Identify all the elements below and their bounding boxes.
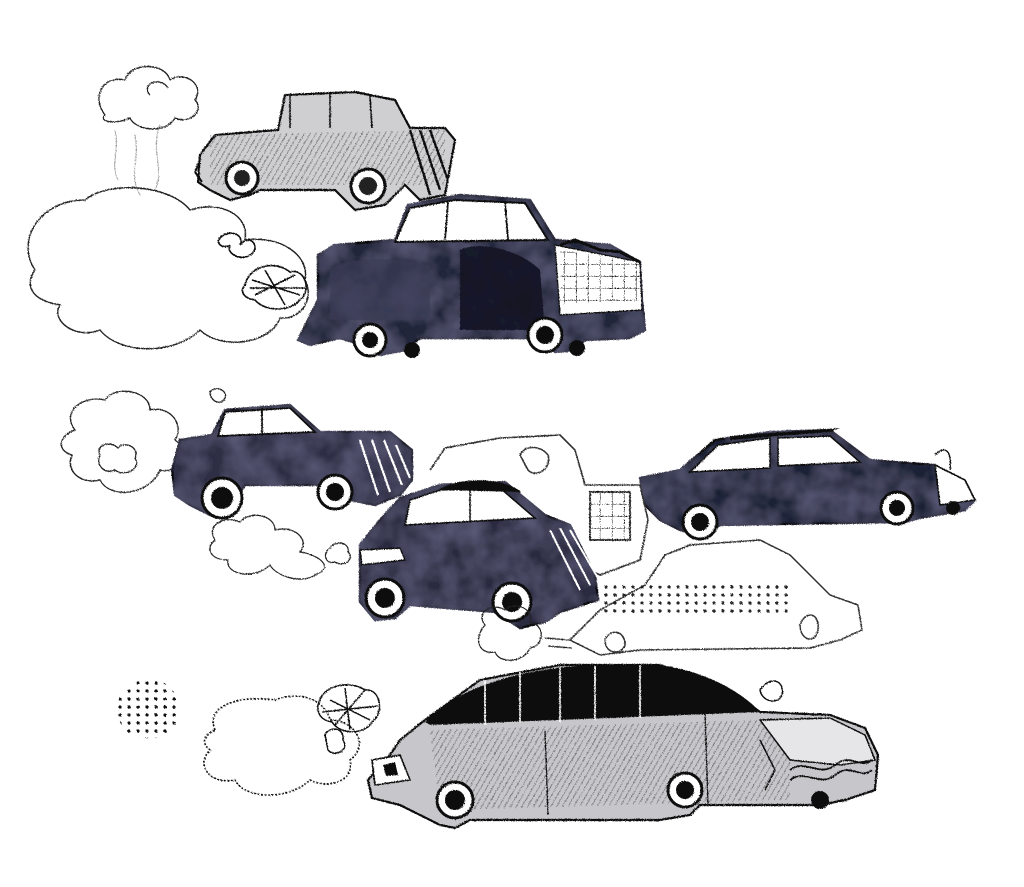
scribble-smoke-bottom (317, 684, 381, 754)
car-middle-back-outline (429, 434, 649, 576)
car-middle-right-sedan (638, 428, 977, 541)
smoke-cloud-top-large (27, 186, 309, 350)
smoke-cloud-top-small (98, 66, 199, 196)
scribble-smoke-top (217, 232, 307, 310)
dotted-smoke-bottom-left (118, 680, 178, 738)
car-middle-front-taxi (358, 480, 600, 630)
smoke-cloud-ghost (477, 605, 573, 661)
car-outline-ghost (568, 539, 863, 656)
smoke-cloud-middle-below (209, 514, 351, 580)
car-top-large (296, 193, 647, 358)
smoke-cloud-bottom (203, 695, 361, 796)
car-top-small (193, 90, 457, 212)
car-bottom-long (366, 663, 880, 830)
car-middle-left (170, 403, 414, 520)
